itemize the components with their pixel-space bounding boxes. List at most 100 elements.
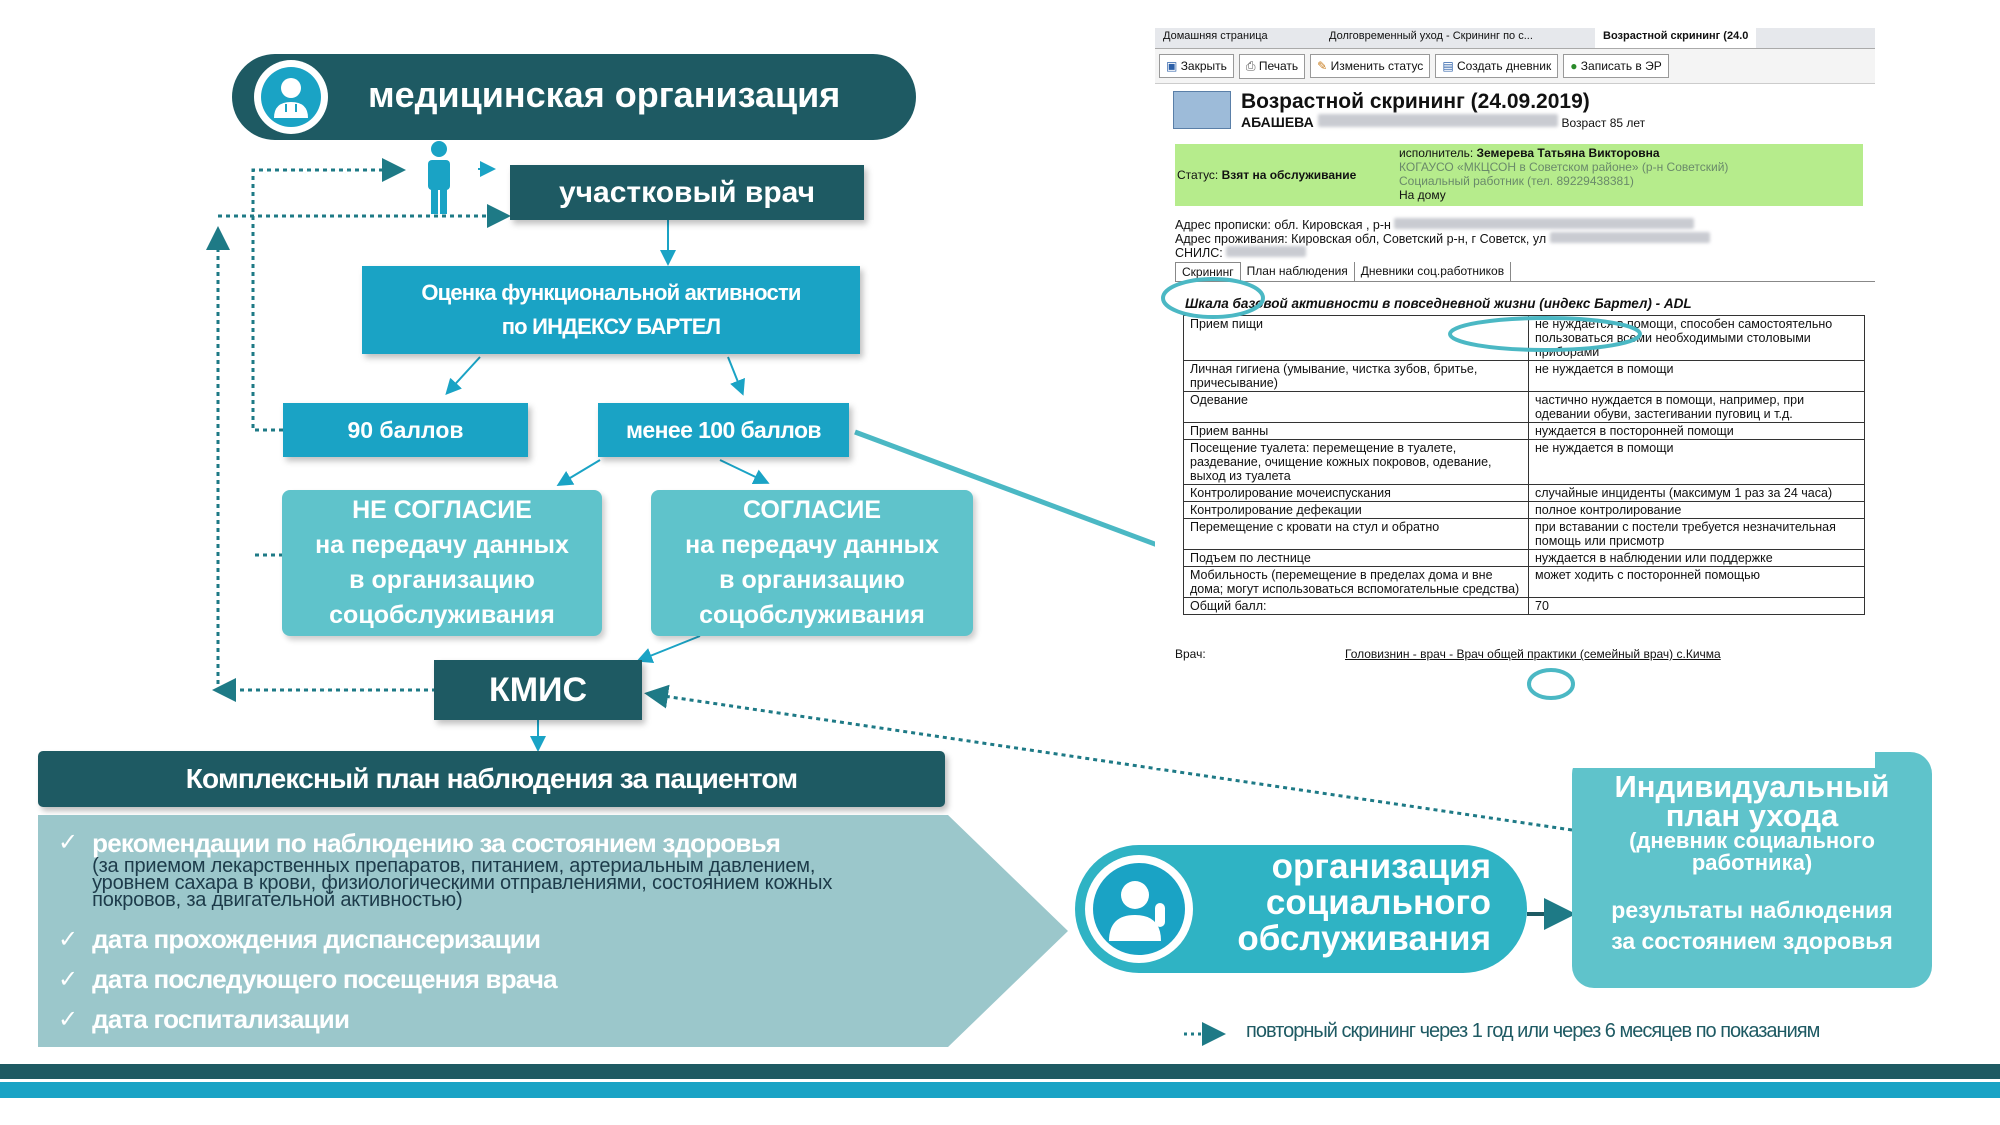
- plan-item-detail: (за приемом лекарственных препаратов, пи…: [92, 855, 832, 910]
- individual-plan-res2: за состоянием здоровья: [1611, 928, 1893, 954]
- consent-line4: соцобслуживания: [699, 601, 925, 629]
- no-consent-box: НЕ СОГЛАСИЕ на передачу данных в организ…: [282, 490, 602, 636]
- assessment-line1: Оценка функциональной активности: [421, 280, 801, 305]
- plan-title: Комплексный план наблюдения за пациентом: [185, 763, 798, 794]
- plan-item: ✓ дата прохождения диспансеризации: [58, 919, 1018, 959]
- header-banner: медицинская организация: [232, 54, 916, 140]
- social-org-line3: обслуживания: [1237, 919, 1491, 958]
- legend-text: повторный скрининг через 1 год или через…: [1246, 1020, 1820, 1042]
- scale-title: Шкала базовой активности в повседневной …: [1185, 296, 1692, 311]
- plan-item-text: рекомендации по наблюдению за состоянием…: [92, 828, 781, 858]
- printer-icon: ⎙: [1245, 58, 1256, 73]
- bottom-stripe-dark: [0, 1064, 2000, 1079]
- kmis-box: КМИС: [434, 660, 642, 720]
- plan-detail-line: (за приемом лекарственных препаратов, пи…: [92, 855, 816, 877]
- adl-row: Общий балл:70: [1183, 597, 1865, 615]
- app-tab[interactable]: Возрастной скрининг (24.0: [1595, 28, 1757, 48]
- no-consent-line4: соцобслуживания: [329, 601, 555, 629]
- individual-plan-sub2: работника): [1691, 850, 1813, 875]
- plan-panel-bg: [38, 815, 1068, 1047]
- adl-row: Мобильность (перемещение в пределах дома…: [1183, 566, 1865, 598]
- adl-criterion-cell: Общий балл:: [1183, 597, 1529, 615]
- highlight-ovals: [1161, 277, 1642, 700]
- check-icon: ✓: [58, 965, 79, 993]
- score-90-label: 90 баллов: [347, 416, 464, 443]
- check-icon: ✓: [58, 1005, 79, 1033]
- social-org-pill: организация социального обслуживания: [1075, 845, 1527, 973]
- adl-criterion-cell: Посещение туалета: перемещение в туалете…: [1183, 439, 1529, 485]
- record-doctor: Врач: Головизнин - врач - Врач общей пра…: [1175, 647, 1721, 661]
- record-title: Возрастной скрининг (24.09.2019): [1241, 90, 1590, 113]
- executor-info: исполнитель: Земерева Татьяна Викторовна…: [1399, 146, 1729, 202]
- individual-plan-sub1: (дневник социального: [1629, 828, 1875, 853]
- check-icon: ✓: [58, 829, 79, 856]
- consent-line2: на передачу данных: [685, 531, 939, 559]
- plan-item-text: дата госпитализации: [92, 1003, 350, 1034]
- adl-criterion-cell: Одевание: [1183, 391, 1529, 423]
- kmis-label: КМИС: [488, 670, 588, 709]
- adl-criterion-cell: Мобильность (перемещение в пределах дома…: [1183, 566, 1529, 598]
- record-patient: АБАШЕВА Возраст 85 лет: [1241, 114, 1646, 130]
- document-icon: [1173, 91, 1231, 129]
- adl-value-cell: нуждается в посторонней помощи: [1528, 422, 1865, 440]
- adl-criterion-cell: Перемещение с кровати на стул и обратно: [1183, 518, 1529, 550]
- change-status-button[interactable]: ✎ Изменить статус: [1310, 54, 1431, 78]
- individual-plan-box: Индивидуальный план ухода (дневник социа…: [1572, 752, 1932, 988]
- app-tab[interactable]: Долговременный уход - Скрининг по с...: [1329, 30, 1533, 42]
- district-doctor-label: участковый врач: [558, 175, 816, 209]
- district-doctor-box: участковый врач: [510, 165, 864, 220]
- create-diary-button[interactable]: ▤ Создать дневник: [1435, 54, 1559, 78]
- score-90-box: 90 баллов: [283, 403, 528, 457]
- assessment-box: Оценка функциональной активности по ИНДЕ…: [362, 266, 860, 354]
- app-toolbar: ▣ Закрыть ⎙ Печать ✎ Изменить статус ▤ С…: [1155, 49, 1875, 84]
- status-panel: Статус: Взят на обслуживание исполнитель…: [1175, 144, 1863, 206]
- assessment-line2: по ИНДЕКСУ БАРТЕЛ: [501, 314, 721, 339]
- individual-plan-title1: Индивидуальный: [1614, 769, 1890, 804]
- adl-value-cell: частично нуждается в помощи, например, п…: [1528, 391, 1865, 423]
- print-button[interactable]: ⎙ Печать: [1238, 53, 1306, 79]
- adl-value-cell: 70: [1528, 597, 1865, 615]
- adl-value-cell: при вставании с постели требуется незнач…: [1528, 518, 1865, 550]
- adl-value-cell: не нуждается в помощи, способен самостоя…: [1528, 315, 1865, 361]
- individual-plan-res1: результаты наблюдения: [1611, 897, 1893, 923]
- subtab-screening[interactable]: Скрининг: [1175, 262, 1241, 281]
- adl-row: Посещение туалета: перемещение в туалете…: [1183, 439, 1865, 485]
- edit-icon: ✎: [1317, 59, 1328, 73]
- doctor-figure-icon: [428, 141, 450, 214]
- app-tab[interactable]: Домашняя страница: [1163, 30, 1268, 42]
- adl-value-cell: полное контролирование: [1528, 501, 1865, 519]
- no-consent-line3: в организацию: [349, 566, 535, 594]
- plan-item: ✓ рекомендации по наблюдению за состояни…: [58, 828, 1018, 910]
- check-icon: ✓: [58, 925, 79, 953]
- score-less-100-box: менее 100 баллов: [598, 403, 849, 457]
- close-button[interactable]: ▣ Закрыть: [1159, 54, 1234, 78]
- score-less-100-label: менее 100 баллов: [626, 416, 822, 443]
- record-subtabs: Скрининг План наблюдения Дневники соц.ра…: [1175, 262, 1875, 282]
- redacted-text: [1317, 114, 1558, 127]
- save-er-button[interactable]: ● Записать в ЭР: [1563, 54, 1669, 78]
- plan-items: ✓ рекомендации по наблюдению за состояни…: [58, 828, 1018, 1039]
- consent-line1: СОГЛАСИЕ: [742, 496, 882, 524]
- subtab-plan[interactable]: План наблюдения: [1241, 262, 1355, 281]
- subtab-diaries[interactable]: Дневники соц.работников: [1355, 262, 1512, 281]
- plan-item: ✓ дата госпитализации: [58, 999, 1018, 1039]
- adl-row: Личная гигиена (умывание, чистка зубов, …: [1183, 360, 1865, 392]
- adl-value-cell: не нуждается в помощи: [1528, 439, 1865, 485]
- plan-title-bar: Комплексный план наблюдения за пациентом: [38, 751, 945, 807]
- address-block: Адрес прописки: обл. Кировская , р-н Адр…: [1175, 218, 1875, 260]
- diary-icon: ▤: [1442, 59, 1454, 73]
- adl-criterion-cell: Личная гигиена (умывание, чистка зубов, …: [1183, 360, 1529, 392]
- consent-line3: в организацию: [719, 566, 905, 594]
- doctor-avatar-icon: [254, 60, 328, 134]
- header-title: медицинская организация: [368, 74, 841, 115]
- status-label: Статус: Взят на обслуживание: [1177, 168, 1357, 182]
- save-icon: ●: [1570, 59, 1578, 73]
- social-worker-avatar-icon: [1085, 855, 1193, 963]
- no-consent-line2: на передачу данных: [315, 531, 569, 559]
- individual-plan-title2: план ухода: [1665, 798, 1839, 833]
- adl-criterion-cell: Контролирование дефекации: [1183, 501, 1529, 519]
- app-tabbar: Домашняя страница Долговременный уход - …: [1155, 28, 1875, 49]
